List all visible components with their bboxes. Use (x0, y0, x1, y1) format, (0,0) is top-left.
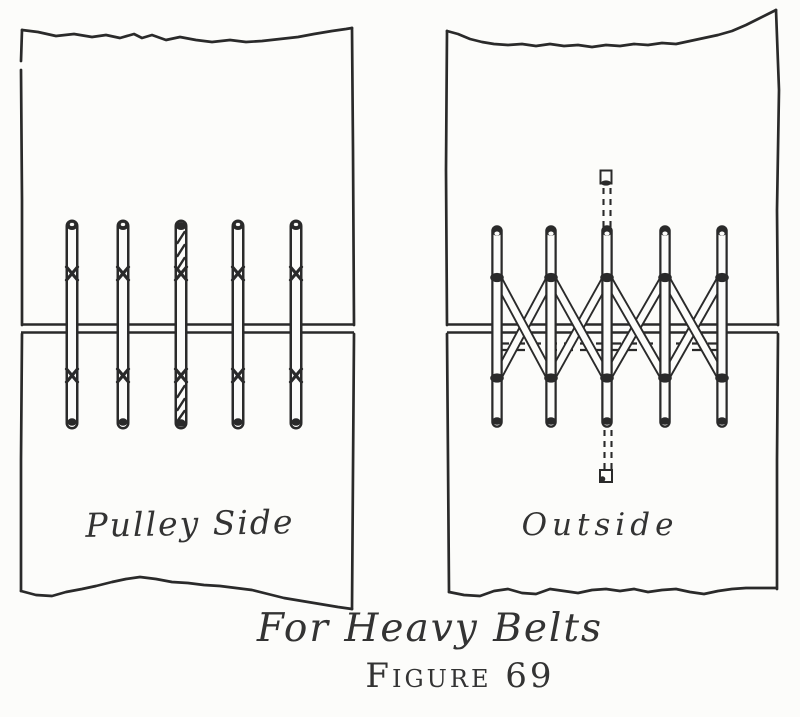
cross-lacing (492, 275, 727, 381)
lace-stitch (288, 219, 304, 430)
free-lace-end-bottom-dashed (599, 430, 613, 483)
vertical-lace-stitches (64, 219, 304, 430)
lace-stitch-twisted (173, 219, 189, 430)
pulley-side-label: Pulley Side (85, 502, 295, 545)
belt-lower-piece-right (445, 332, 780, 598)
lace-stitch (115, 219, 131, 430)
free-lace-end-top-dashed (599, 169, 613, 227)
for-heavy-belts-caption: For Heavy Belts (256, 606, 604, 651)
vertical-lace-loops (491, 225, 728, 428)
lace-end-caps (491, 227, 728, 425)
pulley-side-view (19, 26, 356, 611)
outside-view (444, 8, 781, 598)
outside-label: Outside (521, 507, 679, 543)
belt-lower-piece-left (19, 332, 356, 611)
figure-number-caption: Figure 69 (365, 656, 555, 696)
lace-stitch (64, 219, 80, 430)
belt-upper-piece-left (19, 26, 356, 327)
belt-upper-piece-right (444, 8, 781, 327)
lacing-knots (490, 272, 729, 383)
lace-stitch (230, 219, 246, 430)
